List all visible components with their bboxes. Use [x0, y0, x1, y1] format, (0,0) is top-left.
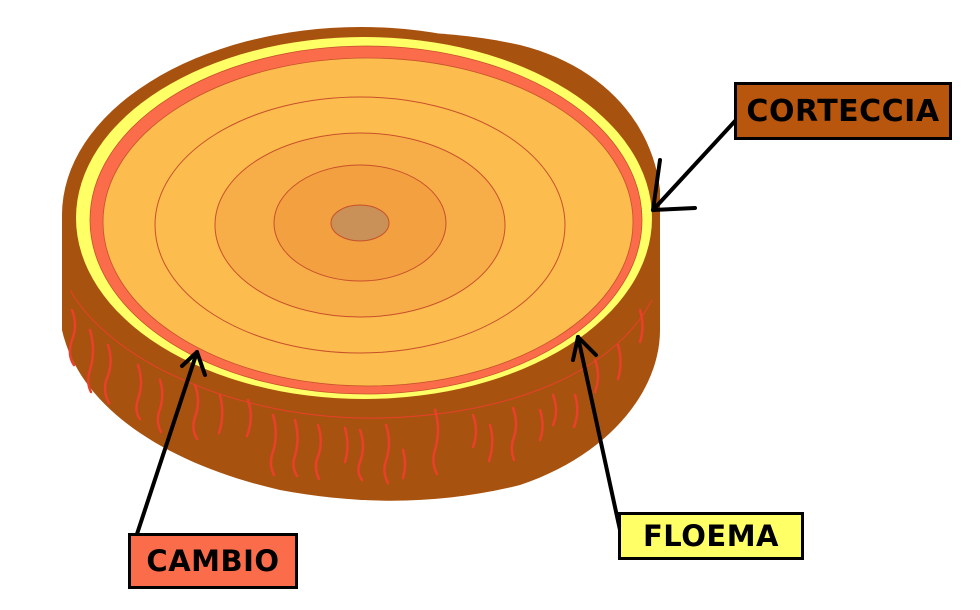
- floema-label: FLOEMA: [618, 512, 804, 560]
- floema-arrow: [571, 335, 622, 532]
- cambio-label: CAMBIO: [128, 533, 298, 589]
- bark-edge-line: [69, 289, 653, 419]
- corteccia-label: CORTECCIA: [734, 82, 952, 140]
- cambio-arrow: [135, 350, 207, 536]
- pith: [330, 204, 390, 242]
- bark-texture: [68, 308, 644, 485]
- arrows: [135, 118, 738, 536]
- corteccia-arrow: [651, 118, 738, 212]
